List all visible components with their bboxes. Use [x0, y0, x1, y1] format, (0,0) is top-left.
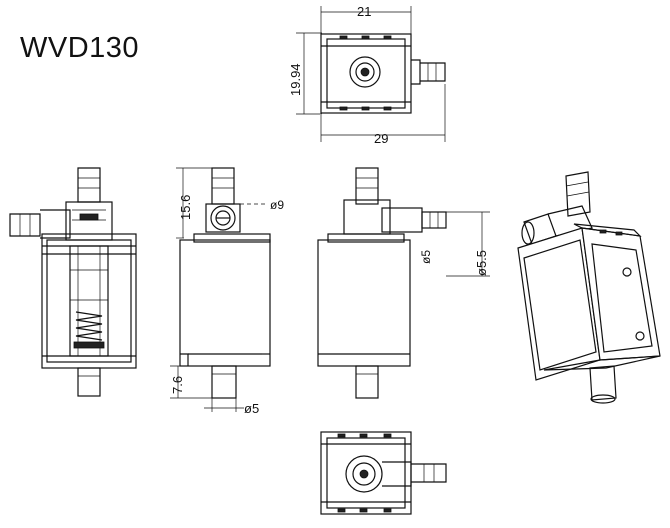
isometric-view	[517, 171, 661, 404]
dim-dia-5: ø5	[419, 250, 433, 264]
model-title: WVD130	[20, 32, 140, 64]
section-view	[9, 167, 137, 397]
side-view: ø5.5 ø5	[317, 167, 490, 399]
dim-15-6: 15.6	[178, 195, 193, 220]
dim-29: 29	[374, 131, 388, 146]
dim-21: 21	[357, 4, 371, 19]
dim-dia-5-5: ø5.5	[474, 250, 489, 276]
bottom-view	[320, 431, 447, 515]
dim-19-94: 19.94	[288, 63, 303, 96]
front-view: 15.6 ø9 7.6 ø5	[170, 167, 284, 416]
dim-7-6: 7.6	[170, 376, 185, 394]
top-view: 21 19.94 29	[288, 4, 446, 146]
dim-stem-dia-5: ø5	[244, 401, 259, 416]
dim-dia-9: ø9	[270, 198, 284, 212]
